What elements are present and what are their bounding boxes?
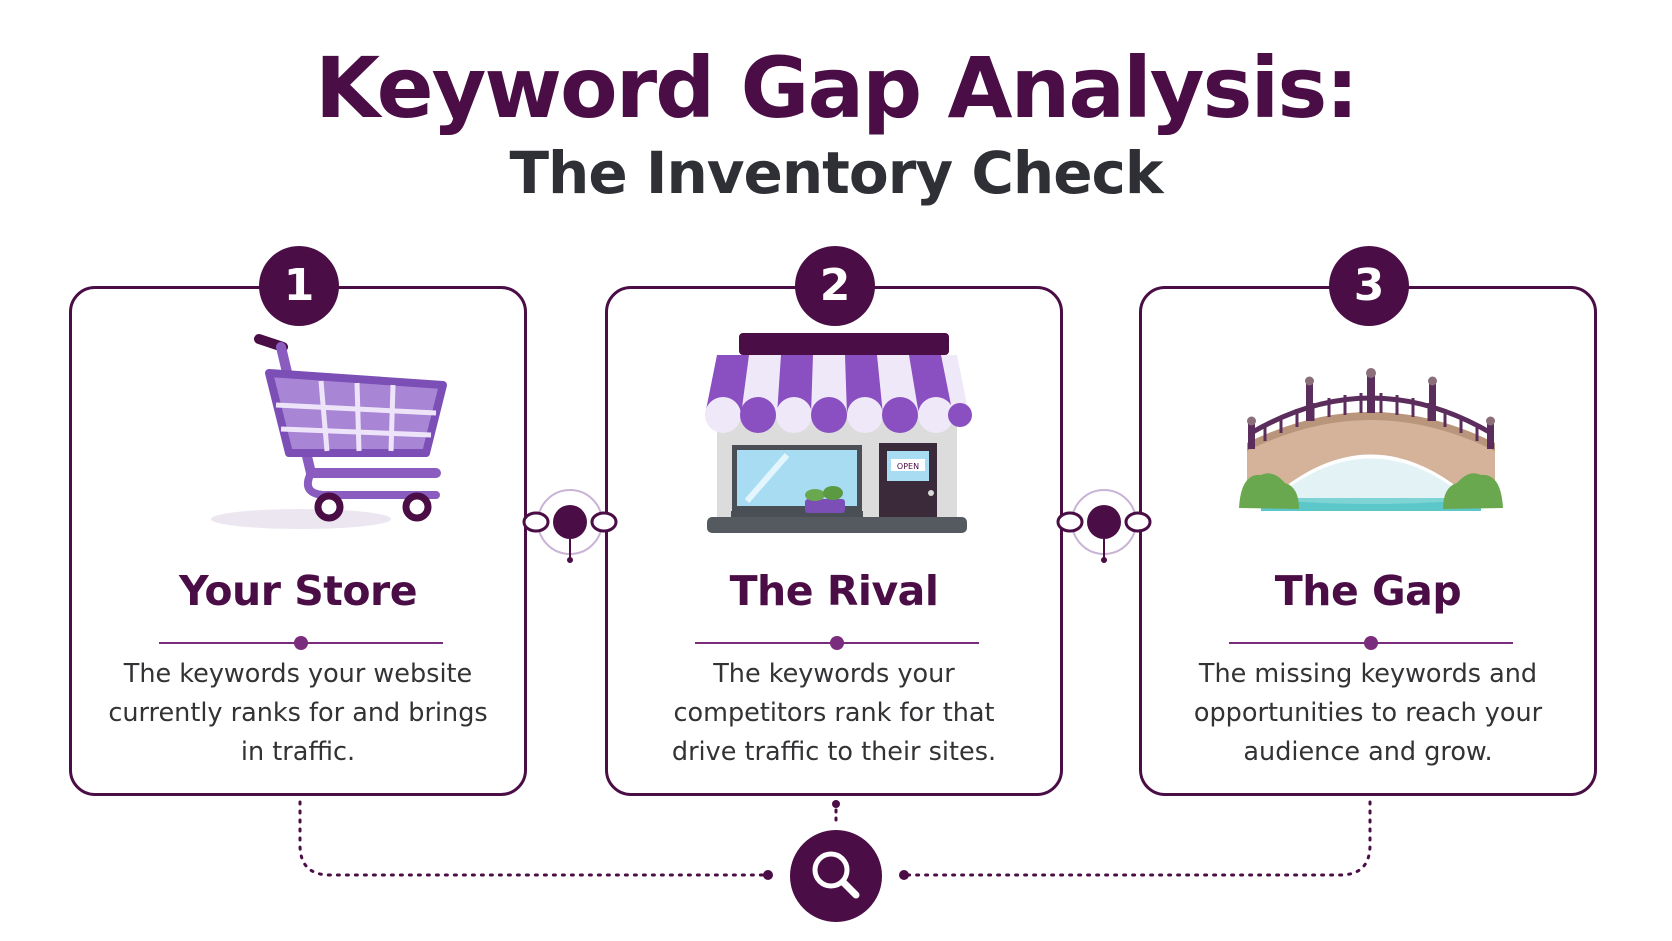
step-badge-1: 1 <box>259 246 339 326</box>
flow-right-dot <box>899 870 909 880</box>
card-description: The missing keywords and opportunities t… <box>1193 659 1543 767</box>
bridge-icon <box>1239 368 1503 511</box>
step-badge-3: 3 <box>1329 246 1409 326</box>
card-description: The keywords your website currently rank… <box>108 659 488 767</box>
divider <box>1229 635 1513 651</box>
dotted-flow-right <box>902 800 1372 877</box>
divider <box>159 635 443 651</box>
card-the-gap: The Gap The missing keywords and opportu… <box>1139 286 1597 796</box>
step-badge-2: 2 <box>795 246 875 326</box>
storefront-icon: OPEN <box>705 333 972 533</box>
card-title: The Gap <box>1274 567 1462 615</box>
card-description: The keywords your competitors rank for t… <box>671 659 997 767</box>
link-node-icon <box>522 489 618 563</box>
card-the-rival: OPEN The Rival The keywords your competi… <box>605 286 1063 796</box>
shopping-cart-icon <box>211 334 447 529</box>
search-node <box>790 830 882 922</box>
magnifier-icon <box>812 851 860 899</box>
subtitle: The Inventory Check <box>509 139 1163 207</box>
flow-left-dot <box>763 870 773 880</box>
card-your-store: Your Store The keywords your website cur… <box>69 286 527 796</box>
main-title: Keyword Gap Analysis: <box>315 39 1359 137</box>
card-title: Your Store <box>178 567 418 615</box>
open-sign: OPEN <box>897 462 919 471</box>
link-node-icon <box>1056 489 1152 563</box>
divider <box>695 635 979 651</box>
card-title: The Rival <box>729 567 939 615</box>
dotted-flow-left <box>298 800 770 877</box>
title-block: Keyword Gap Analysis: The Inventory Chec… <box>0 40 1672 208</box>
flow-center-dot <box>832 800 840 808</box>
